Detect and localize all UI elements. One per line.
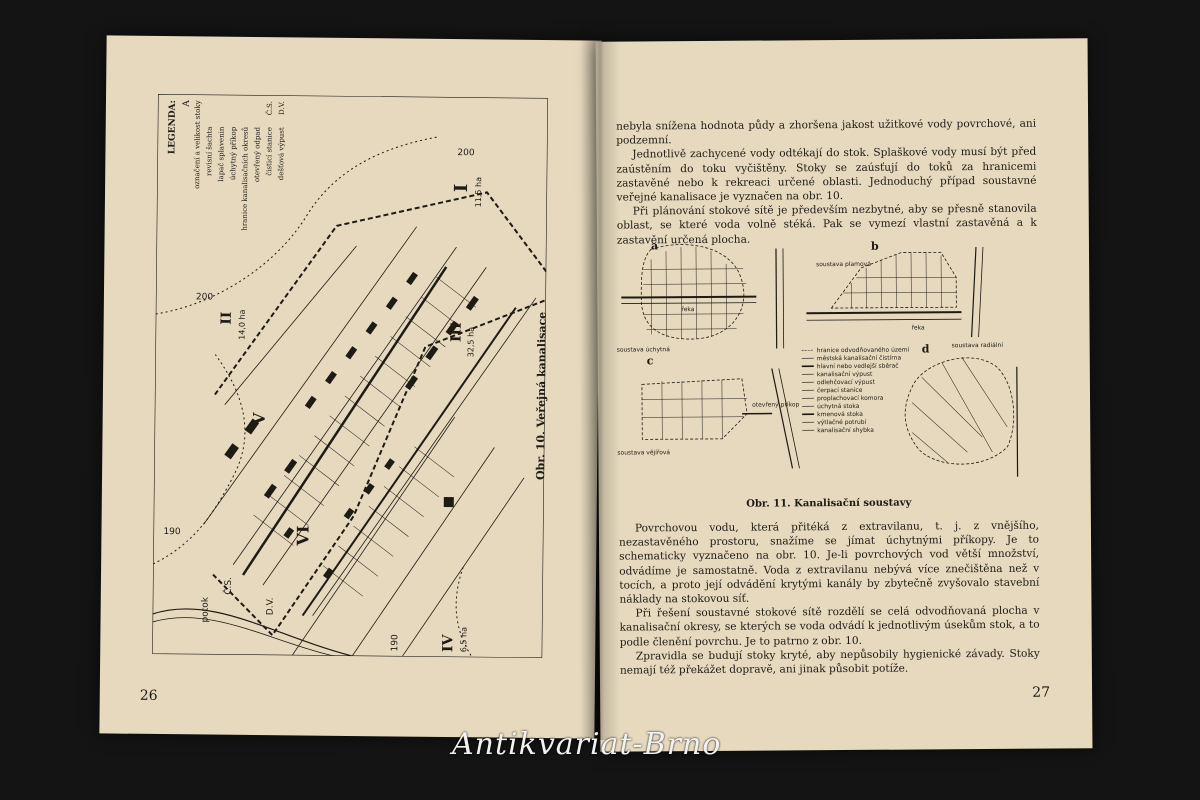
contour-label-200b: 200 — [457, 148, 475, 158]
legend-item: hranice kanalisačních okresů — [240, 126, 250, 231]
legend-abbrev-dv: D.V. — [277, 101, 286, 115]
fig11-legend-item: výtlačné potrubí — [817, 419, 866, 426]
right-page: nebyla snížena hodnota půdy a zhoršena j… — [595, 38, 1093, 752]
legend-item: lapač splavenin — [217, 126, 226, 182]
fig11-legend-item: hlavní nebo vedlejší sběrač — [817, 363, 899, 371]
fig11-legend-item: odlehčovací výpust — [817, 379, 876, 386]
left-page: I II III IV V VI 11,5 ha 14,0 ha 32,5 ha… — [99, 35, 602, 739]
watermark: Antikvariat-Brno — [452, 727, 722, 762]
district-label-i: I — [451, 184, 472, 193]
legend-item: otevřený odpad — [253, 126, 262, 183]
fig11-legend-item: městská kanalisační čistírna — [817, 355, 902, 363]
district-label-iii: III — [448, 322, 464, 342]
fig11-legend-item: kanalisační výpust — [817, 371, 873, 378]
station-label: Č.S. — [222, 577, 234, 595]
outlet-label: D.V. — [266, 597, 276, 615]
page-number-right: 27 — [1032, 684, 1051, 701]
area-label-ii: 14,0 ha — [237, 309, 246, 340]
legend-abbrev-a: A — [181, 100, 192, 107]
paragraph: Při řešení soustavné stokové sítě rozděl… — [619, 604, 1040, 649]
contour-label-200a: 200 — [196, 292, 214, 302]
fig11-legend-item: úchytná stoka — [817, 403, 860, 410]
figure-11-caption: Obr. 11. Kanalisační soustavy — [746, 497, 912, 510]
district-label-vi: VI — [293, 526, 312, 547]
area-label-iii: 32,5 ha — [466, 327, 475, 358]
text-bottom: Povrchovou vodu, která přitéká z extravi… — [619, 519, 1040, 678]
label-system-c: soustava vějířová — [617, 449, 670, 456]
area-label-iv: 6,5 ha — [459, 627, 468, 652]
panel-letter-a: a — [651, 239, 658, 252]
legend-item: čisticí stanice — [265, 127, 274, 176]
area-label-i: 11,5 ha — [474, 177, 483, 208]
label-system-d: soustava radiální — [952, 342, 1004, 349]
legend-title: LEGENDA: — [167, 100, 178, 155]
contour-label-190b: 190 — [390, 634, 400, 652]
map-legend: LEGENDA: A označení a velikost stoky rev… — [162, 96, 304, 257]
legend-item: dešťová výpust — [277, 127, 286, 181]
paragraph: Povrchovou vodu, která přitéká z extravi… — [618, 519, 1040, 606]
label-river-b: řeka — [912, 324, 925, 331]
fig11-legend-item: čerpací stanice — [817, 387, 863, 394]
district-label-iv: IV — [440, 633, 456, 652]
fig11-legend-item: hranice odvodňovaného území — [817, 347, 910, 355]
text-top: nebyla snížena hodnota půdy a zhoršena j… — [616, 117, 1037, 248]
figure-11-sewer-systems: a b c d soustava úchytná soustava plamov… — [617, 239, 1019, 477]
paragraph: nebyla snížena hodnota půdy a zhoršena j… — [616, 117, 1037, 147]
panel-letter-b: b — [871, 240, 879, 253]
label-river-a: řeka — [681, 306, 694, 313]
fig11-legend-item: kmenová stoka — [817, 411, 863, 418]
legend-item: úchytný příkop — [229, 126, 238, 181]
label-system-b: soustava plamová — [816, 261, 871, 268]
page-number-left: 26 — [139, 687, 158, 704]
figure-10-caption: Obr. 10. Veřejná kanalisace — [534, 311, 549, 481]
district-label-ii: II — [219, 312, 235, 325]
stream-label: potok — [201, 596, 211, 622]
legend-item: revisní šachta — [205, 126, 214, 176]
label-ditch: otevřený příkop — [752, 401, 799, 408]
legend-abbrev-cs: Č.S. — [265, 101, 274, 116]
label-system-a: soustava úchytná — [617, 346, 671, 353]
fig11-legend-item: kanalisační shybka — [817, 427, 874, 434]
fig11-legend-item: proplachovací komora — [817, 395, 884, 402]
contour-label-190a: 190 — [163, 527, 181, 537]
panel-letter-d: d — [922, 342, 930, 355]
legend-item: označení a velikost stoky — [193, 100, 202, 189]
sewer-network-map: I II III IV V VI 11,5 ha 14,0 ha 32,5 ha… — [152, 93, 549, 659]
paragraph: Jednotlivě zachycené vody odtékají do st… — [616, 146, 1037, 204]
panel-letter-c: c — [647, 354, 654, 367]
paragraph: Zpravidla se budují stoky kryté, aby nep… — [619, 647, 1040, 677]
district-label-v: V — [250, 412, 269, 426]
